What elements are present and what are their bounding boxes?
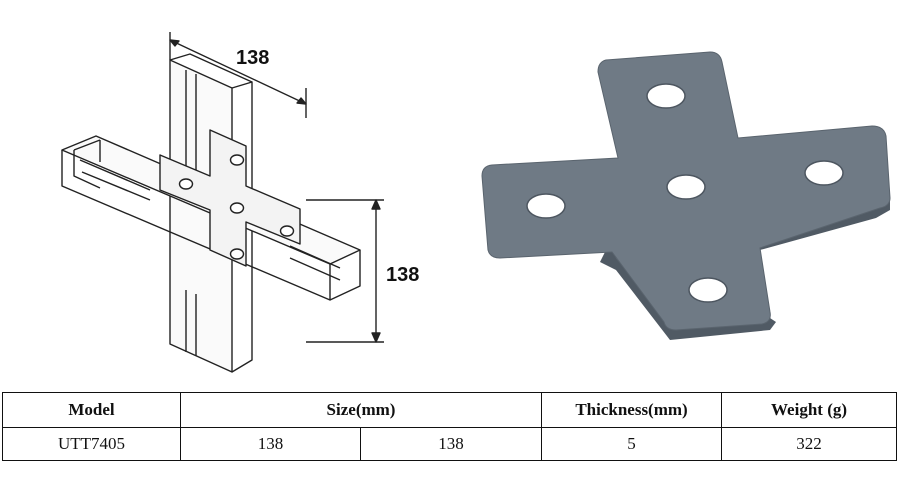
table-row: UTT7405 138 138 5 322 bbox=[2, 427, 898, 461]
width-dimension bbox=[169, 32, 307, 118]
cell-weight: 322 bbox=[721, 427, 898, 461]
height-dimension-label: 138 bbox=[386, 264, 419, 286]
horizontal-channel-body bbox=[61, 150, 361, 301]
hole-center bbox=[666, 174, 706, 200]
hole-top bbox=[646, 83, 686, 109]
header-thickness: Thickness(mm) bbox=[541, 392, 723, 428]
height-dimension bbox=[306, 199, 384, 343]
header-weight: Weight (g) bbox=[721, 392, 898, 428]
cell-thickness: 5 bbox=[541, 427, 723, 461]
header-size: Size(mm) bbox=[179, 392, 543, 428]
hole-bottom bbox=[688, 277, 728, 303]
horizontal-channel-inner bbox=[79, 159, 341, 281]
header-model: Model bbox=[2, 392, 181, 428]
line-drawing bbox=[61, 32, 384, 373]
spec-table: Model Size(mm) Thickness(mm) Weight (g) … bbox=[2, 392, 898, 461]
hole-left bbox=[526, 193, 566, 219]
product-figure: 138 138 bbox=[61, 32, 891, 373]
vertical-channel-inner bbox=[185, 70, 197, 356]
spec-header-row: Model Size(mm) Thickness(mm) Weight (g) bbox=[2, 392, 898, 428]
cell-size-a: 138 bbox=[180, 427, 361, 461]
cell-model: UTT7405 bbox=[2, 427, 181, 461]
cross-plate-holes bbox=[178, 154, 295, 260]
hole-right bbox=[804, 160, 844, 186]
cross-plate-outline bbox=[159, 129, 301, 267]
horizontal-channel-slot bbox=[73, 139, 101, 189]
plate-holes bbox=[526, 83, 844, 303]
cell-size-b: 138 bbox=[359, 427, 543, 461]
product-photo bbox=[481, 51, 891, 340]
width-dimension-label: 138 bbox=[236, 47, 269, 69]
